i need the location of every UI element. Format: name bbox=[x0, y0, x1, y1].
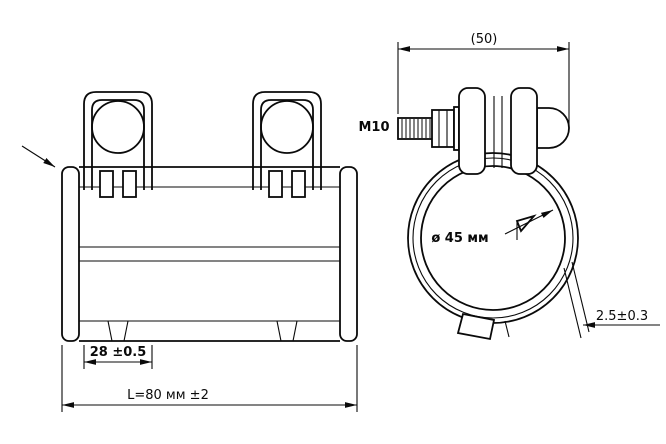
edge-leader-arrow bbox=[21, 145, 56, 168]
band-bottom-notch bbox=[276, 320, 298, 342]
band-thickness-dimension: 2.5±0.3 bbox=[596, 309, 648, 324]
diameter-label: ø 45 мм bbox=[431, 231, 488, 246]
band-lock-tab bbox=[456, 312, 496, 341]
label-thread: M10 bbox=[358, 120, 389, 135]
clamp-bracket-right bbox=[252, 91, 322, 342]
bracket-plates bbox=[458, 87, 538, 175]
front-view: (50) M10 ø 45 мм 2.5±0.3 bbox=[358, 32, 660, 341]
band-width-dimension: 28 ±0.5 bbox=[90, 345, 147, 360]
dim-bolt-span: (50) bbox=[397, 32, 570, 124]
label-diameter: ø 45 мм bbox=[431, 209, 554, 246]
thread-size-label: M10 bbox=[358, 120, 389, 135]
overall-length-dimension: L=80 мм ±2 bbox=[127, 388, 209, 403]
dim-overall-length: L=80 мм ±2 bbox=[61, 345, 358, 412]
hex-nut bbox=[431, 109, 455, 148]
side-view: 28 ±0.5 L=80 мм ±2 bbox=[21, 91, 358, 412]
dim-band-width: 28 ±0.5 bbox=[83, 345, 153, 369]
bolt-end-circle bbox=[260, 100, 314, 154]
clamp-bracket-left bbox=[83, 91, 153, 342]
clamp-ring bbox=[407, 152, 579, 341]
bolt-end-circle bbox=[91, 100, 145, 154]
band-bottom-notch bbox=[107, 320, 129, 342]
thread-hatching bbox=[401, 119, 431, 138]
dim-band-thickness: 2.5±0.3 bbox=[563, 261, 660, 339]
bolt-span-dimension: (50) bbox=[471, 32, 498, 47]
bolt-round-end bbox=[536, 107, 570, 149]
